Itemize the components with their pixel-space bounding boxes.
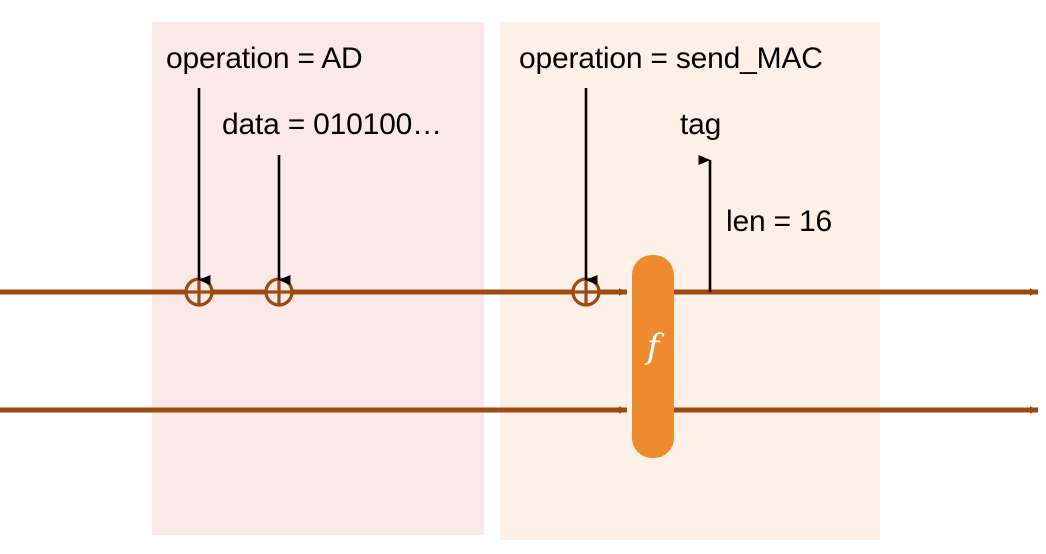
xor-data: [264, 277, 294, 307]
permutation-f-block: [632, 255, 674, 458]
xor-operation-ad: [184, 277, 214, 307]
label-len: len = 16: [726, 205, 832, 238]
label-operation-ad: operation = AD: [166, 42, 363, 75]
label-operation-mac: operation = send_MAC: [519, 42, 823, 75]
xor-operation-mac: [571, 277, 601, 307]
label-tag: tag: [680, 108, 722, 141]
label-data: data = 010100…: [222, 108, 442, 141]
